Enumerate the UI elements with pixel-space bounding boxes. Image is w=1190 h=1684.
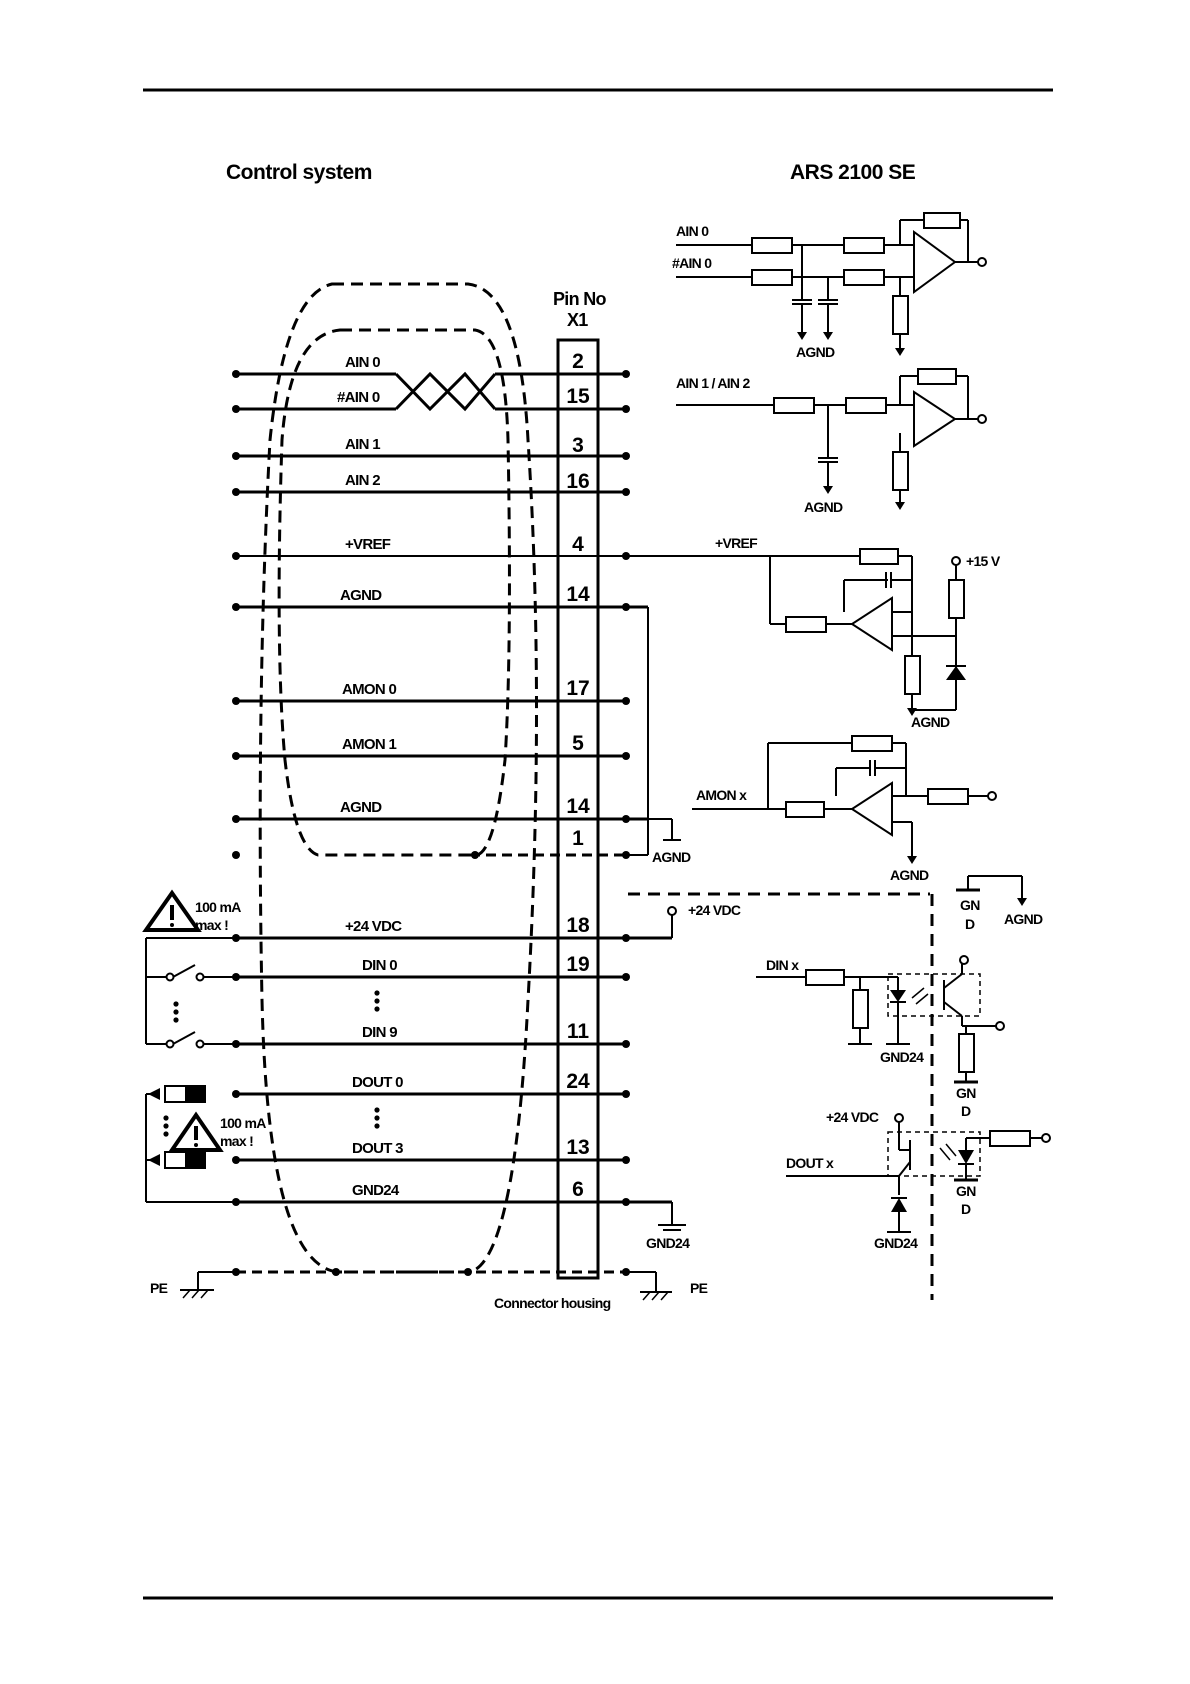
gnd24-label-pin6: GND24: [646, 1235, 690, 1251]
pin-number: 16: [566, 470, 589, 493]
pin-number: 11: [567, 1020, 590, 1043]
pin-number: 5: [572, 732, 584, 755]
c5-input: DIN x: [766, 957, 799, 973]
c6-output: DOUT x: [786, 1155, 834, 1171]
c1-ground: AGND: [796, 344, 835, 360]
gnd-box-label-a: GN: [960, 897, 980, 913]
shield-inner: [277, 328, 511, 857]
c4-ground: AGND: [890, 867, 929, 883]
plus24-terminal: [667, 906, 677, 916]
signal-label-gnd24: GND24: [352, 1182, 400, 1199]
plus24-label-pin18: +24 VDC: [688, 902, 741, 918]
warning-text-2a: 100 mA: [220, 1115, 266, 1131]
warning-icon: [168, 1111, 224, 1152]
pin-number: 19: [566, 953, 589, 976]
gnd-box-label-b: D: [965, 916, 975, 932]
pe-ground-right: [626, 1271, 672, 1301]
pin-number: 24: [566, 1070, 590, 1093]
signal-label-dout3: DOUT 3: [352, 1140, 403, 1157]
circuit-differential-input: [676, 212, 987, 356]
warning-text-1b: max !: [195, 917, 228, 933]
connector-x1: [556, 338, 600, 1280]
drive-title: ARS 2100 SE: [790, 161, 916, 184]
c5-gnd-a: GN: [956, 1085, 976, 1101]
signal-label-24vdc: +24 VDC: [345, 918, 402, 935]
signal-label-din0: DIN 0: [362, 957, 397, 974]
c6-gnd-a: GN: [956, 1183, 976, 1199]
pin-number: 15: [566, 385, 590, 408]
c6-gnd24: GND24: [874, 1235, 918, 1251]
pin-number: 2: [572, 350, 584, 373]
ground-separation: [956, 875, 1027, 906]
signal-label-nain0: #AIN 0: [337, 389, 380, 406]
control-system-title: Control system: [226, 161, 372, 184]
circuit-amon: [692, 735, 997, 864]
signal-label-dout0: DOUT 0: [352, 1074, 403, 1091]
terminal-dots: [232, 370, 630, 1276]
left-io-wiring: [145, 937, 236, 1203]
pin-header: Pin No: [553, 289, 607, 309]
shield-outer: [258, 282, 538, 1274]
x1-header: X1: [567, 310, 588, 330]
pin-number: 1: [572, 827, 584, 850]
connector-housing-label: Connector housing: [494, 1295, 611, 1311]
signal-label-ain1: AIN 1: [345, 436, 380, 453]
c3-ground: AGND: [911, 714, 950, 730]
signal-label-agnd-1: AGND: [340, 587, 382, 604]
c6-gnd-b: D: [961, 1201, 971, 1217]
c2-ground: AGND: [804, 499, 843, 515]
pin-number: 14: [566, 795, 590, 818]
signal-label-din9: DIN 9: [362, 1024, 397, 1041]
c5-gnd24: GND24: [880, 1049, 924, 1065]
agnd-label-pin1: AGND: [652, 849, 691, 865]
pin-number: 14: [566, 583, 590, 606]
c3-input: +VREF: [715, 535, 758, 551]
warning-text-2b: max !: [220, 1133, 253, 1149]
c1-input-ain0: AIN 0: [676, 223, 709, 239]
pin-number: 18: [566, 914, 590, 937]
signal-label-ain2: AIN 2: [345, 472, 380, 489]
circuit-dout: [786, 1113, 1051, 1233]
circuit-vref: [769, 548, 966, 716]
pin-number: 4: [572, 533, 584, 556]
pin-number: 3: [572, 434, 584, 457]
circuit-single-input: [676, 368, 987, 510]
c2-input: AIN 1 / AIN 2: [676, 375, 751, 391]
ellipsis-markers: [163, 990, 380, 1137]
circuit-din: [756, 955, 1005, 1084]
pe-label-right: PE: [690, 1280, 708, 1296]
c4-input: AMON x: [696, 787, 747, 803]
pe-label-left: PE: [150, 1280, 168, 1296]
c5-gnd-b: D: [961, 1103, 971, 1119]
pin-number: 13: [566, 1136, 589, 1159]
signal-label-amon1: AMON 1: [342, 736, 396, 753]
signal-wires: [236, 371, 840, 1274]
signal-label-ain0: AIN 0: [345, 354, 380, 371]
signal-label-amon0: AMON 0: [342, 681, 396, 698]
c6-supply: +24 VDC: [826, 1109, 879, 1125]
pin-number: 17: [566, 677, 589, 700]
signal-label-vref: +VREF: [345, 536, 391, 553]
gnd-box-agnd: AGND: [1004, 911, 1043, 927]
warning-icon: [142, 889, 202, 932]
c3-supply: +15 V: [966, 553, 1001, 569]
pin-number: 6: [572, 1178, 584, 1201]
warning-text-1a: 100 mA: [195, 899, 241, 915]
signal-label-agnd-2: AGND: [340, 799, 382, 816]
pe-ground-left: [180, 1271, 236, 1299]
c1-input-nain0: #AIN 0: [672, 255, 712, 271]
